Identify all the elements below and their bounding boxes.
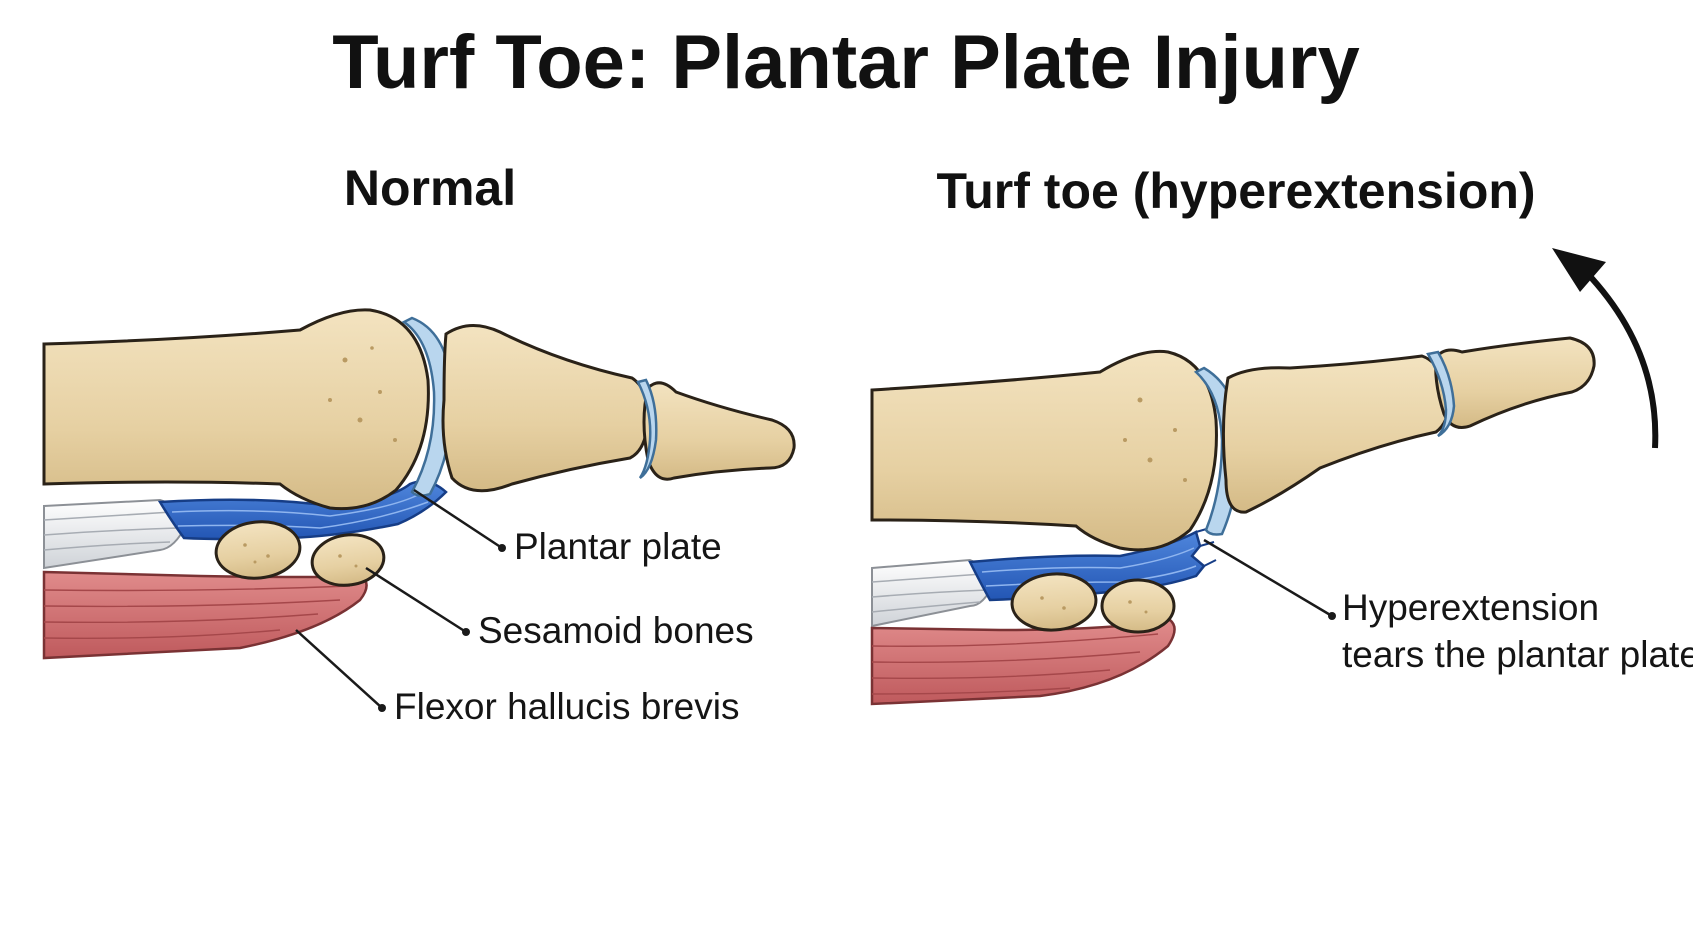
normal-muscle-fibers (43, 585, 351, 640)
injured-sesamoid-texture (1040, 596, 1148, 614)
injured-sesamoid-lateral (1100, 578, 1176, 634)
injured-proximal-phalanx (1221, 354, 1451, 514)
injured-ip-cartilage (1426, 350, 1456, 438)
injured-sesamoid-medial (1010, 572, 1098, 632)
hyperextension-arrow (1583, 269, 1659, 449)
normal-ip-cartilage (636, 378, 658, 480)
plantar-plate-leader-dot (498, 544, 506, 552)
normal-sesamoid-lateral (310, 533, 386, 587)
injured-heading: Turf toe (hyperextension) (936, 163, 1535, 219)
tear-leader-dot (1328, 612, 1336, 620)
injured-tendon-fibers (871, 573, 989, 613)
injured-distal-phalanx (1434, 336, 1596, 429)
flexor-leader (295, 629, 383, 709)
injured-muscle-fibers (871, 633, 1159, 695)
normal-sesamoid-texture (243, 543, 358, 568)
tear-leader (1203, 538, 1333, 618)
injured-panel: Turf toe (hyperextension) (870, 163, 1693, 706)
normal-proximal-phalanx (441, 324, 650, 493)
injured-metatarsal-texture (1123, 397, 1187, 482)
normal-sesamoid-medial (214, 520, 302, 580)
normal-flexor-muscle (42, 570, 368, 660)
normal-plate-fibers (171, 493, 429, 529)
tear-label-line1: Hyperextension (1342, 587, 1599, 628)
normal-tendon-fibers (43, 511, 179, 551)
normal-panel: Normal (42, 160, 796, 727)
tear-label-line2: tears the plantar plate (1342, 634, 1693, 675)
normal-metatarsal-texture (328, 346, 397, 442)
sesamoid-leader (365, 566, 467, 634)
sesamoid-bones-label: Sesamoid bones (478, 610, 754, 651)
flexor-leader-dot (378, 704, 386, 712)
plantar-plate-leader (413, 488, 503, 550)
hyperextension-arrowhead (1552, 248, 1606, 292)
normal-heading: Normal (344, 160, 516, 216)
normal-distal-phalanx (642, 381, 796, 481)
injured-flexor-muscle (870, 618, 1176, 706)
normal-metatarsal (42, 308, 430, 511)
injured-metatarsal (870, 349, 1218, 552)
diagram-title: Turf Toe: Plantar Plate Injury (332, 20, 1360, 105)
plantar-plate-label: Plantar plate (514, 526, 722, 567)
sesamoid-leader-dot (462, 628, 470, 636)
flexor-label: Flexor hallucis brevis (394, 686, 739, 727)
